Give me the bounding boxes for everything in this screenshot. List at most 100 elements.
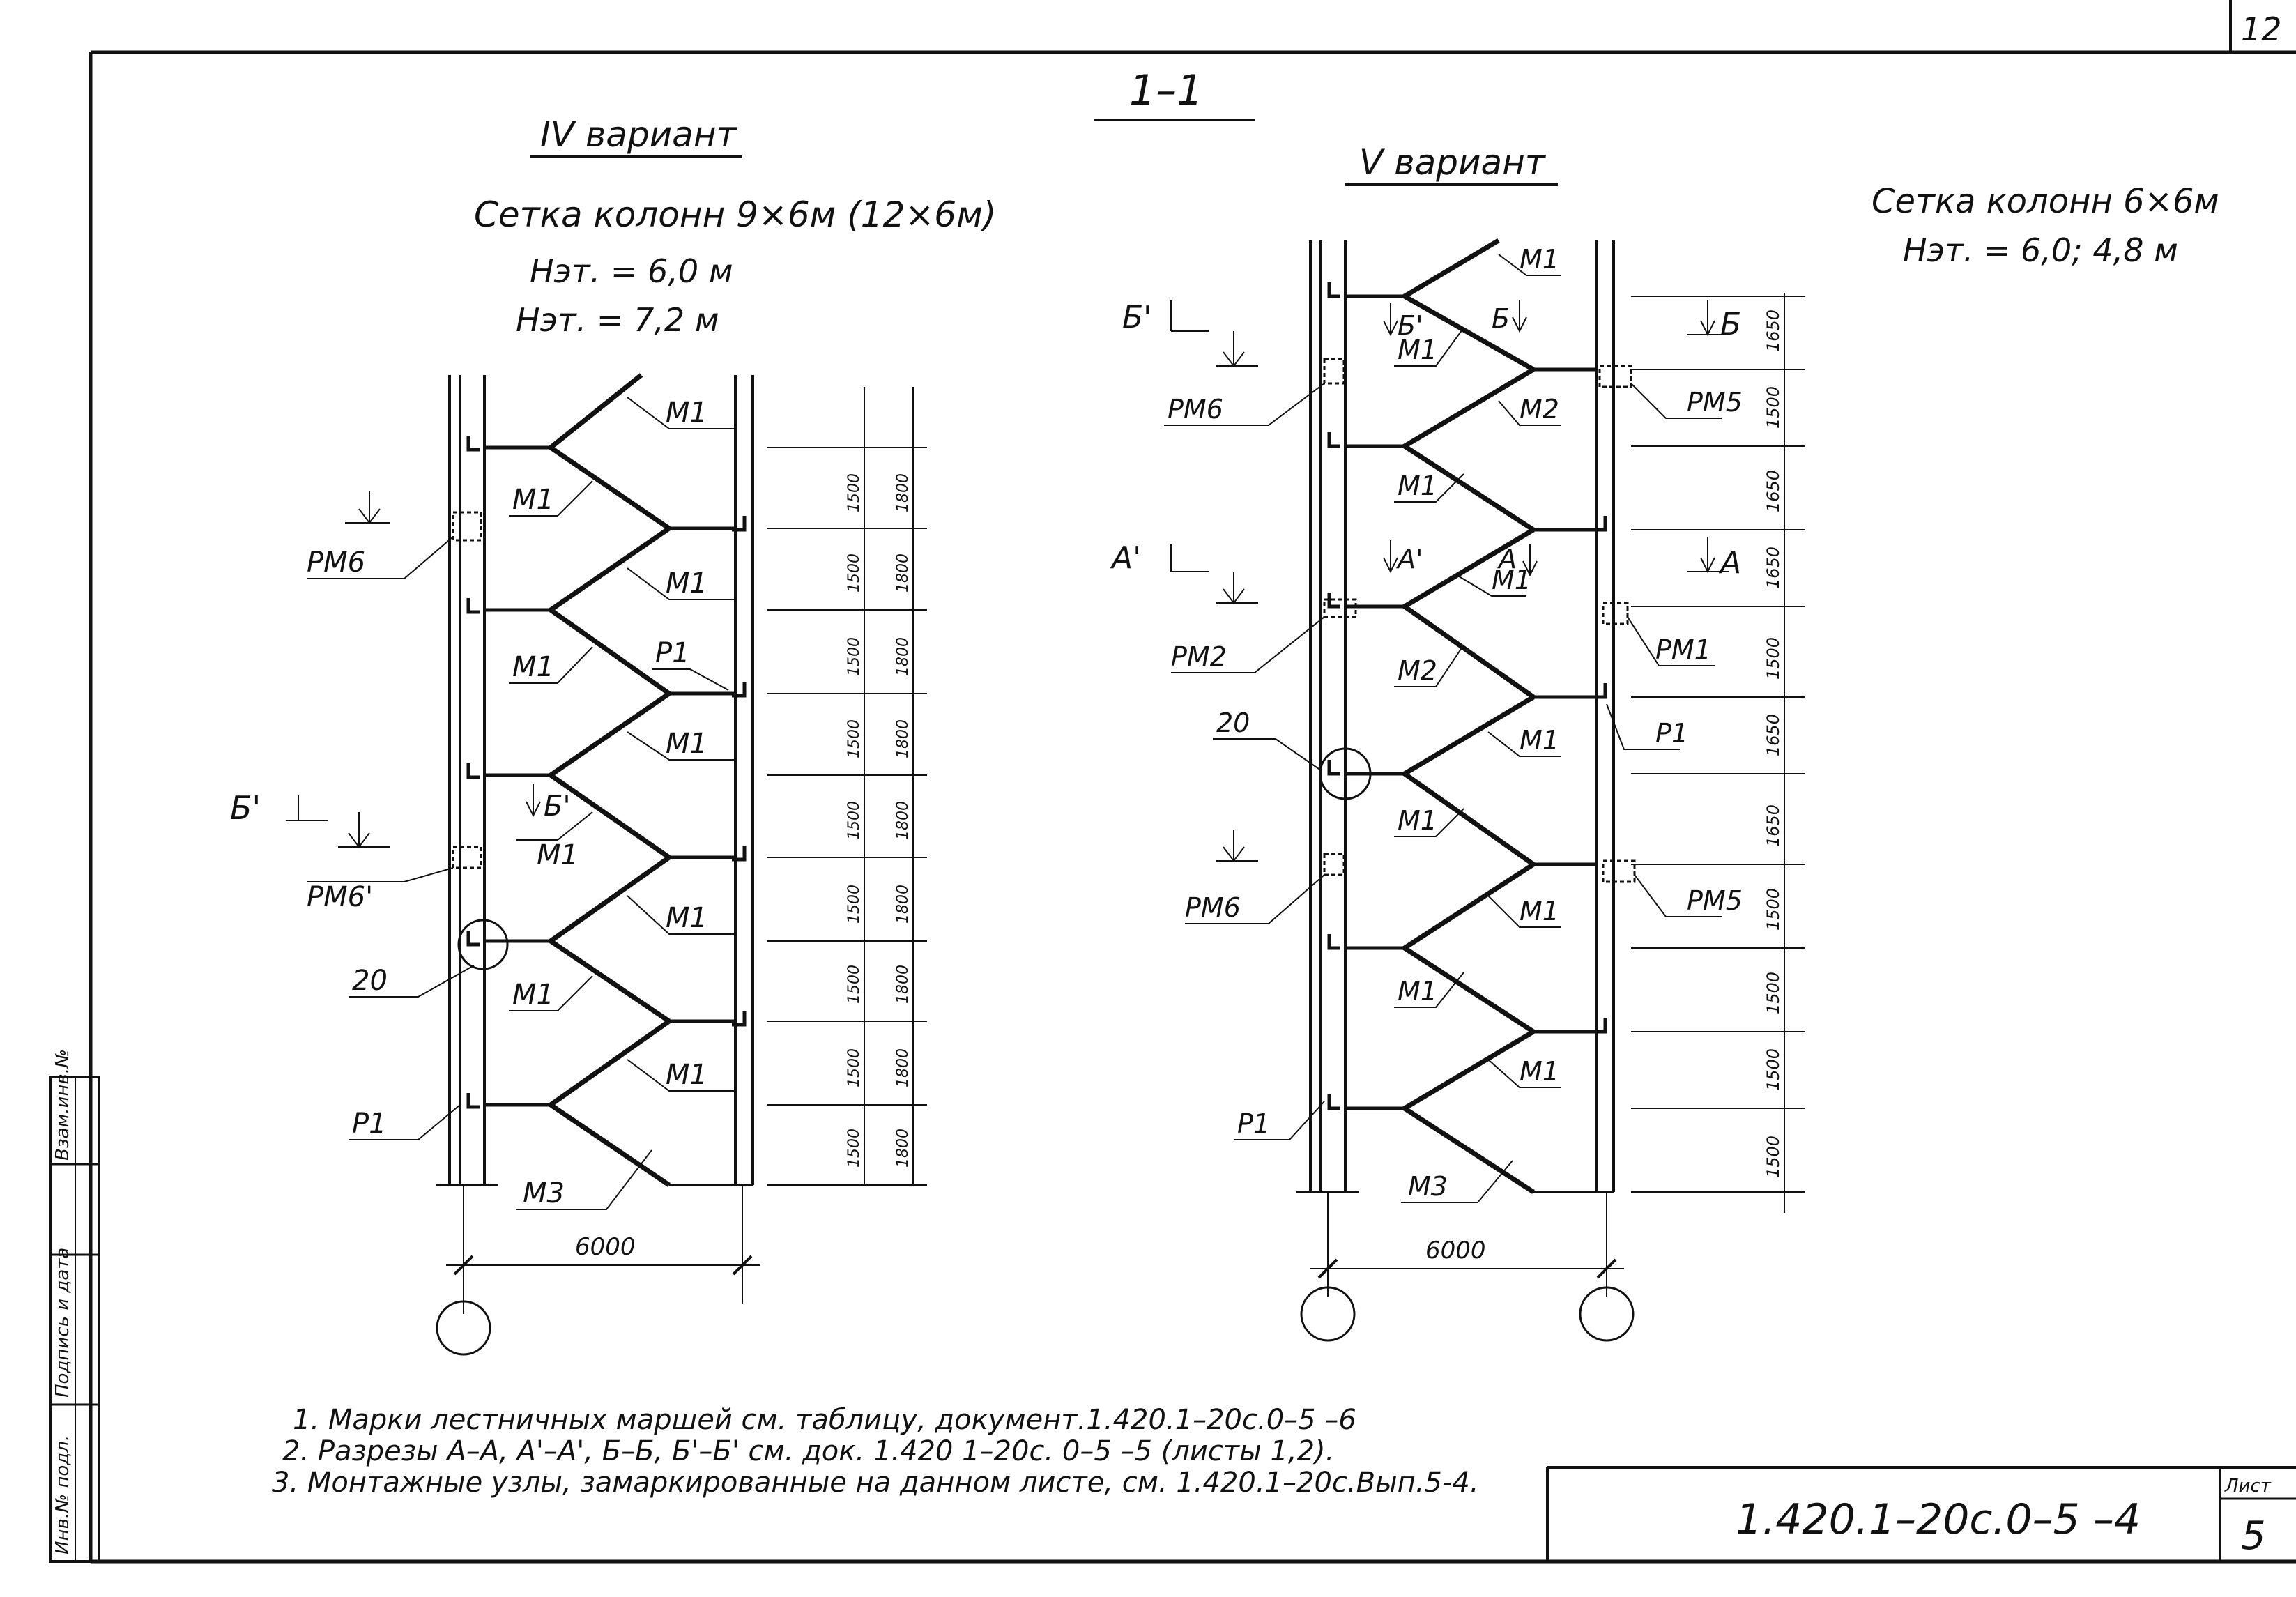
- section-title-text: 1–1: [1129, 66, 1203, 115]
- variant4-dim-outer: 1800: [894, 637, 912, 676]
- section-title: 1–1: [1094, 66, 1255, 121]
- variant4-dim-inner: 1500: [845, 553, 863, 593]
- variant4-dim-inner: 1500: [845, 637, 863, 676]
- variant5-plate-pm2: [1323, 598, 1357, 618]
- variant5-title: V вариант: [1359, 142, 1547, 183]
- variant5-plate-pm6b: [1323, 853, 1345, 876]
- note-1: 1. Марки лестничных маршей см. таблицу, …: [293, 1404, 1356, 1436]
- variant5-heights: Нэт. = 6,0; 4,8 м: [1903, 231, 2178, 269]
- variant5-dim: 1500: [1763, 1136, 1783, 1178]
- variant5-plate-pm5b: [1602, 859, 1636, 883]
- variant5-label-a: А: [1718, 545, 1741, 581]
- variant5-landings: [1345, 294, 1596, 1110]
- variant4-flights: [546, 373, 671, 1187]
- variant5-node-20-circle: [1319, 747, 1372, 800]
- variant5-label-a-prime: А': [1110, 540, 1141, 576]
- variant4-label-m1: М1: [666, 1059, 707, 1091]
- variant5-plate-pm5: [1598, 365, 1632, 388]
- variant4-dim-inner: 1500: [845, 885, 863, 924]
- variant4-dim-inner: 1500: [845, 1129, 863, 1168]
- variant5-label-m1: М1: [1398, 976, 1437, 1007]
- variant5-plate-pm6: [1323, 358, 1345, 385]
- variant5-drawing: 1650 1500 1650 1650 1500 1650 1650 1500 …: [1110, 238, 1805, 1342]
- sheet-number: 5: [2241, 1513, 2266, 1559]
- variant5-label-b-prime: Б': [1122, 300, 1151, 335]
- note-2: 2. Разрезы А–А, А'–А', Б–Б, Б'–Б' см. до…: [282, 1435, 1334, 1467]
- variant5-label-pm2: РМ2: [1171, 641, 1227, 672]
- variant5-label-b: Б: [1492, 303, 1510, 334]
- variant5-brackets: [1327, 282, 1607, 1110]
- variant4-label-m1: М1: [666, 567, 707, 599]
- variant4-span: 6000: [575, 1233, 636, 1261]
- variant5-label-pm5: РМ5: [1687, 387, 1743, 418]
- variant4-title: IV вариант: [540, 114, 738, 155]
- variant4-dim-inner: 1500: [845, 719, 863, 758]
- variant5-dim: 1500: [1763, 888, 1783, 931]
- variant4-landings: [484, 445, 735, 1107]
- variant4-grid: Сетка колонн 9×6м (12×6м): [474, 194, 996, 235]
- variant5-label-pm6: РМ6: [1168, 394, 1223, 425]
- variant5-label-p1: Р1: [1655, 718, 1688, 749]
- corner-number: 12: [2241, 10, 2282, 48]
- variant4-label-m1: М1: [537, 839, 579, 871]
- variant4-callouts: М1 М1 М1 М1 Р1 М1 М1 М1 М1 М1 М3 РМ6 РМ6…: [230, 397, 707, 1209]
- variant4-label-p1: Р1: [352, 1108, 387, 1140]
- variant4-h2: Нэт. = 7,2 м: [516, 301, 719, 339]
- variant5-label-m1: М1: [1520, 725, 1559, 756]
- variant5-label-m1: М1: [1520, 1056, 1559, 1087]
- variant4-node-20-circle: [457, 919, 509, 970]
- variant4-drawing: 1500 1500 1500 1500 1500 1500 1500 1500 …: [230, 373, 927, 1356]
- variant5-leaders: [1164, 254, 1729, 1203]
- variant4-dim-outer: 1800: [894, 1048, 912, 1087]
- variant5-label-p1: Р1: [1237, 1108, 1270, 1139]
- variant5-label-m2: М2: [1398, 655, 1437, 686]
- variant5-label-pm1: РМ1: [1655, 634, 1711, 665]
- variant4-dim-outer: 1800: [894, 965, 912, 1004]
- notes: 1. Марки лестничных маршей см. таблицу, …: [272, 1404, 1479, 1499]
- variant4-header: IV вариант Сетка колонн 9×6м (12×6м) Нэт…: [474, 114, 996, 339]
- variant5-label-b: Б: [1720, 307, 1741, 342]
- variant4-label-b-prime: Б': [230, 789, 261, 827]
- variant5-label-a-prime: А': [1395, 544, 1423, 574]
- variant5-dim: 1500: [1763, 386, 1783, 429]
- variant4-leaders: [286, 397, 735, 1210]
- variant5-span: 6000: [1425, 1237, 1486, 1264]
- variant5-label-pm6: РМ6: [1185, 892, 1241, 923]
- variant4-label-pm6: РМ6: [307, 547, 365, 579]
- stamp-sign-text: Подпись и дата: [52, 1248, 73, 1398]
- variant4-dim-outer: 1800: [894, 553, 912, 593]
- stamp-swap-text: Взам.инв.№: [52, 1049, 73, 1161]
- variant4-label-m1: М1: [666, 397, 707, 429]
- variant4-dim-ladder: [767, 387, 927, 1186]
- variant4-label-b-prime: Б': [544, 790, 570, 823]
- variant5-label-m1: М1: [1520, 896, 1559, 926]
- variant4-dim-inner-labels: 1500 1500 1500 1500 1500 1500 1500 1500 …: [845, 473, 863, 1168]
- variant4-h1: Нэт. = 6,0 м: [530, 252, 733, 290]
- variant4-label-p1: Р1: [655, 637, 690, 669]
- doc-code: 1.420.1–20с.0–5 –4: [1736, 1495, 2141, 1544]
- variant5-dim: 1500: [1763, 972, 1783, 1014]
- variant5-dim: 1650: [1763, 310, 1783, 352]
- variant4-dim-outer: 1800: [894, 801, 912, 840]
- variant4-dim-outer: 1800: [894, 1129, 912, 1168]
- variant4-plate-pm6: [452, 511, 482, 542]
- variant5-dim-labels: 1650 1500 1650 1650 1500 1650 1650 1500 …: [1763, 310, 1783, 1178]
- variant5-dim: 1650: [1763, 470, 1783, 512]
- variant5-flights: [1400, 238, 1536, 1194]
- variant4-dim-outer: 1800: [894, 885, 912, 924]
- variant4-dim-outer: 1800: [894, 719, 912, 758]
- variant5-label-m1: М1: [1398, 335, 1437, 365]
- variant4-dim-outer-labels: 1800 1800 1800 1800 1800 1800 1800 1800 …: [894, 473, 912, 1168]
- variant4-label-pm6b: РМ6': [307, 881, 373, 913]
- variant4-label-m1: М1: [666, 728, 707, 760]
- stamp-inv-text: Инв.№ подл.: [52, 1435, 73, 1554]
- variant5-plate-pm1: [1602, 602, 1629, 625]
- variant5-label-a: А: [1497, 544, 1517, 574]
- variant5-label-m3: М3: [1408, 1171, 1448, 1202]
- side-stamp: Взам.инв.№ Подпись и дата Инв.№ подл.: [49, 1049, 100, 1563]
- sheet-label: Лист: [2224, 1476, 2272, 1497]
- variant4-dim-outer: 1800: [894, 473, 912, 512]
- variant4-dim-inner: 1500: [845, 801, 863, 840]
- variant5-label-b-prime: Б': [1398, 310, 1423, 341]
